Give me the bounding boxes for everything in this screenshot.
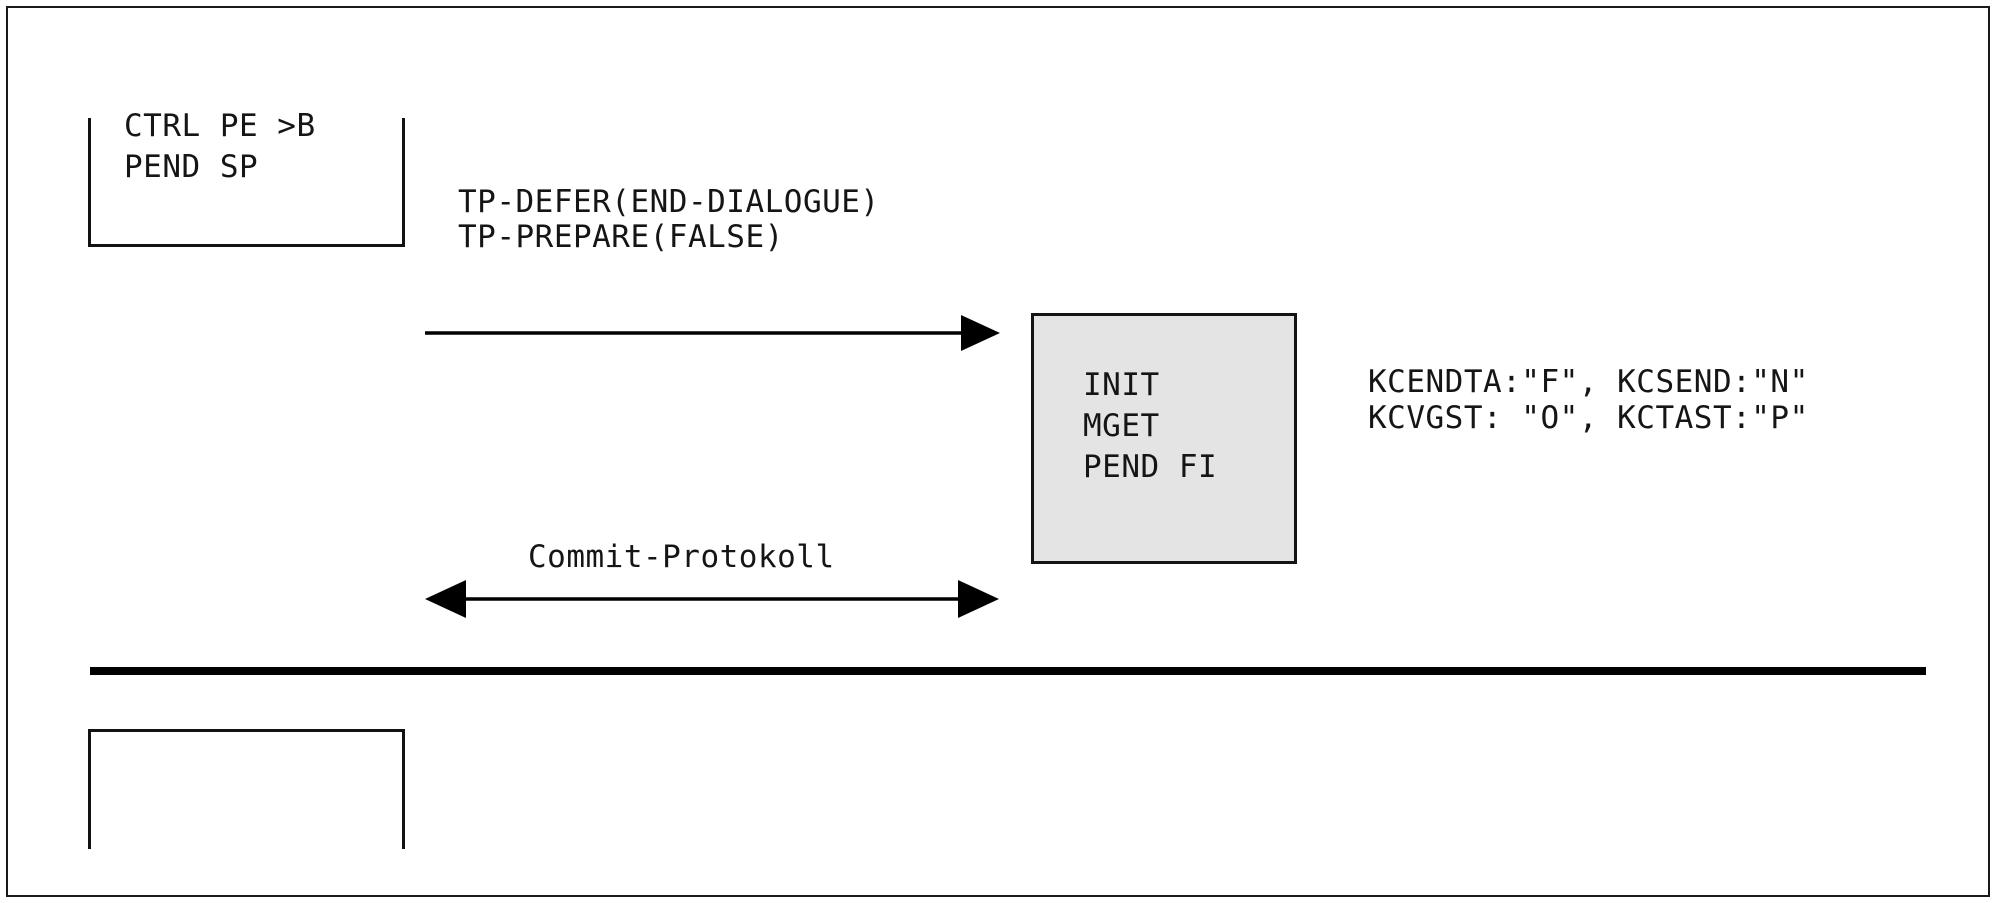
commit-protocol-label: Commit-Protokoll bbox=[528, 539, 835, 575]
client-state-box bbox=[88, 118, 405, 247]
diagram-frame bbox=[6, 6, 1990, 897]
server-state-box-line3: PEND FI bbox=[1083, 449, 1218, 485]
arrow-right-icon bbox=[425, 315, 1000, 351]
request-message-line1: TP-DEFER(END-DIALOGUE) bbox=[458, 184, 880, 220]
kc-field-note-line1: KCENDTA:"F", KCSEND:"N" bbox=[1368, 364, 1809, 400]
arrow-double-headed-icon bbox=[425, 580, 999, 618]
request-message-line2: TP-PREPARE(FALSE) bbox=[458, 219, 784, 255]
lower-state-box bbox=[88, 729, 405, 849]
server-state-box-line2: MGET bbox=[1083, 408, 1160, 444]
client-state-box-line2: PEND SP bbox=[124, 149, 259, 185]
server-state-box bbox=[1031, 313, 1297, 564]
client-state-box-line1: CTRL PE >B bbox=[124, 108, 316, 144]
kc-field-note-line2: KCVGST: "O", KCTAST:"P" bbox=[1368, 400, 1809, 436]
thick-separator-rule bbox=[90, 667, 1926, 675]
server-state-box-line1: INIT bbox=[1083, 367, 1160, 403]
